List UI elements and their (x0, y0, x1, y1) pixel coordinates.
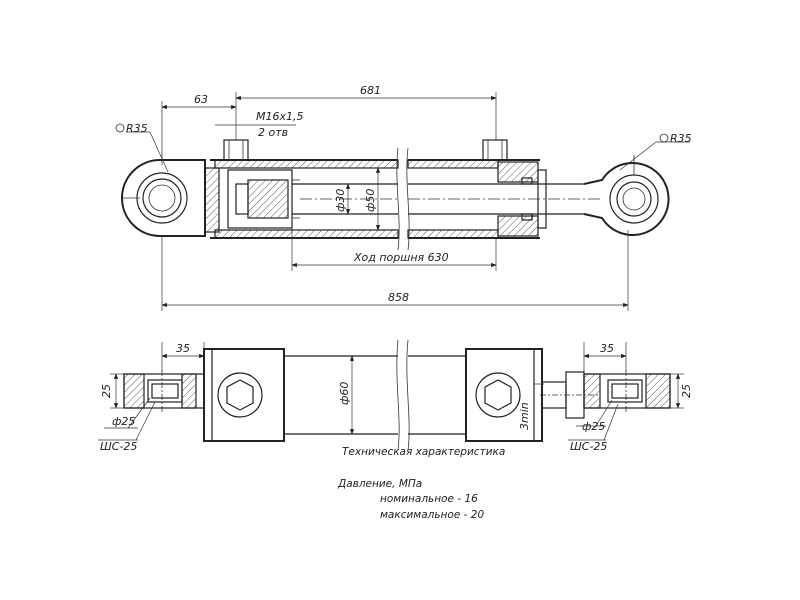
dim-dia25-left: ф25 (112, 415, 135, 428)
technical-specs: Техническая характеристика Давление, МПа… (337, 446, 505, 521)
specs-pressure-label: Давление, МПа (337, 478, 422, 490)
dim-681: 681 (360, 84, 381, 97)
specs-nominal: номинальное - 16 (380, 493, 478, 505)
dim-d60: ф60 (338, 382, 351, 405)
bottom-dimensions: 35 35 25 25 ф25 ШС-25 ф25 ШС-25 (98, 342, 693, 453)
dim-r35-right: R35 (670, 132, 692, 145)
left-eye (121, 150, 220, 237)
top-section-view (121, 139, 670, 251)
bottom-plan-view: ф60 3min (123, 339, 671, 451)
dim-858: 858 (388, 291, 409, 304)
dim-25-left: 25 (100, 384, 113, 398)
specs-title: Техническая характеристика (342, 446, 505, 458)
dim-sh25-right: ШС-25 (570, 440, 607, 453)
dim-stroke: Ход поршня 630 (353, 251, 449, 264)
dim-35-right: 35 (600, 342, 614, 355)
specs-maximal: максимальное - 20 (380, 509, 484, 521)
dim-d50: ф50 (364, 189, 377, 212)
dim-3min: 3min (518, 402, 531, 430)
dim-thread-count: 2 отв (258, 126, 288, 139)
dim-35-left: 35 (176, 342, 190, 355)
cylinder-body (210, 139, 600, 239)
dim-63: 63 (194, 93, 208, 106)
dim-sh25-left: ШС-25 (100, 440, 137, 453)
dim-dia25-right: ф25 (582, 420, 605, 433)
dim-d30: ф30 (334, 189, 347, 212)
right-eye (583, 155, 670, 236)
dim-thread: M16x1,5 (256, 110, 304, 123)
dim-r35-left: R35 (126, 122, 148, 135)
top-dimensions: 681 63 M16x1,5 2 отв R35 R35 ф30 ф50 Ход… (115, 84, 692, 311)
dim-25-right: 25 (680, 384, 693, 398)
